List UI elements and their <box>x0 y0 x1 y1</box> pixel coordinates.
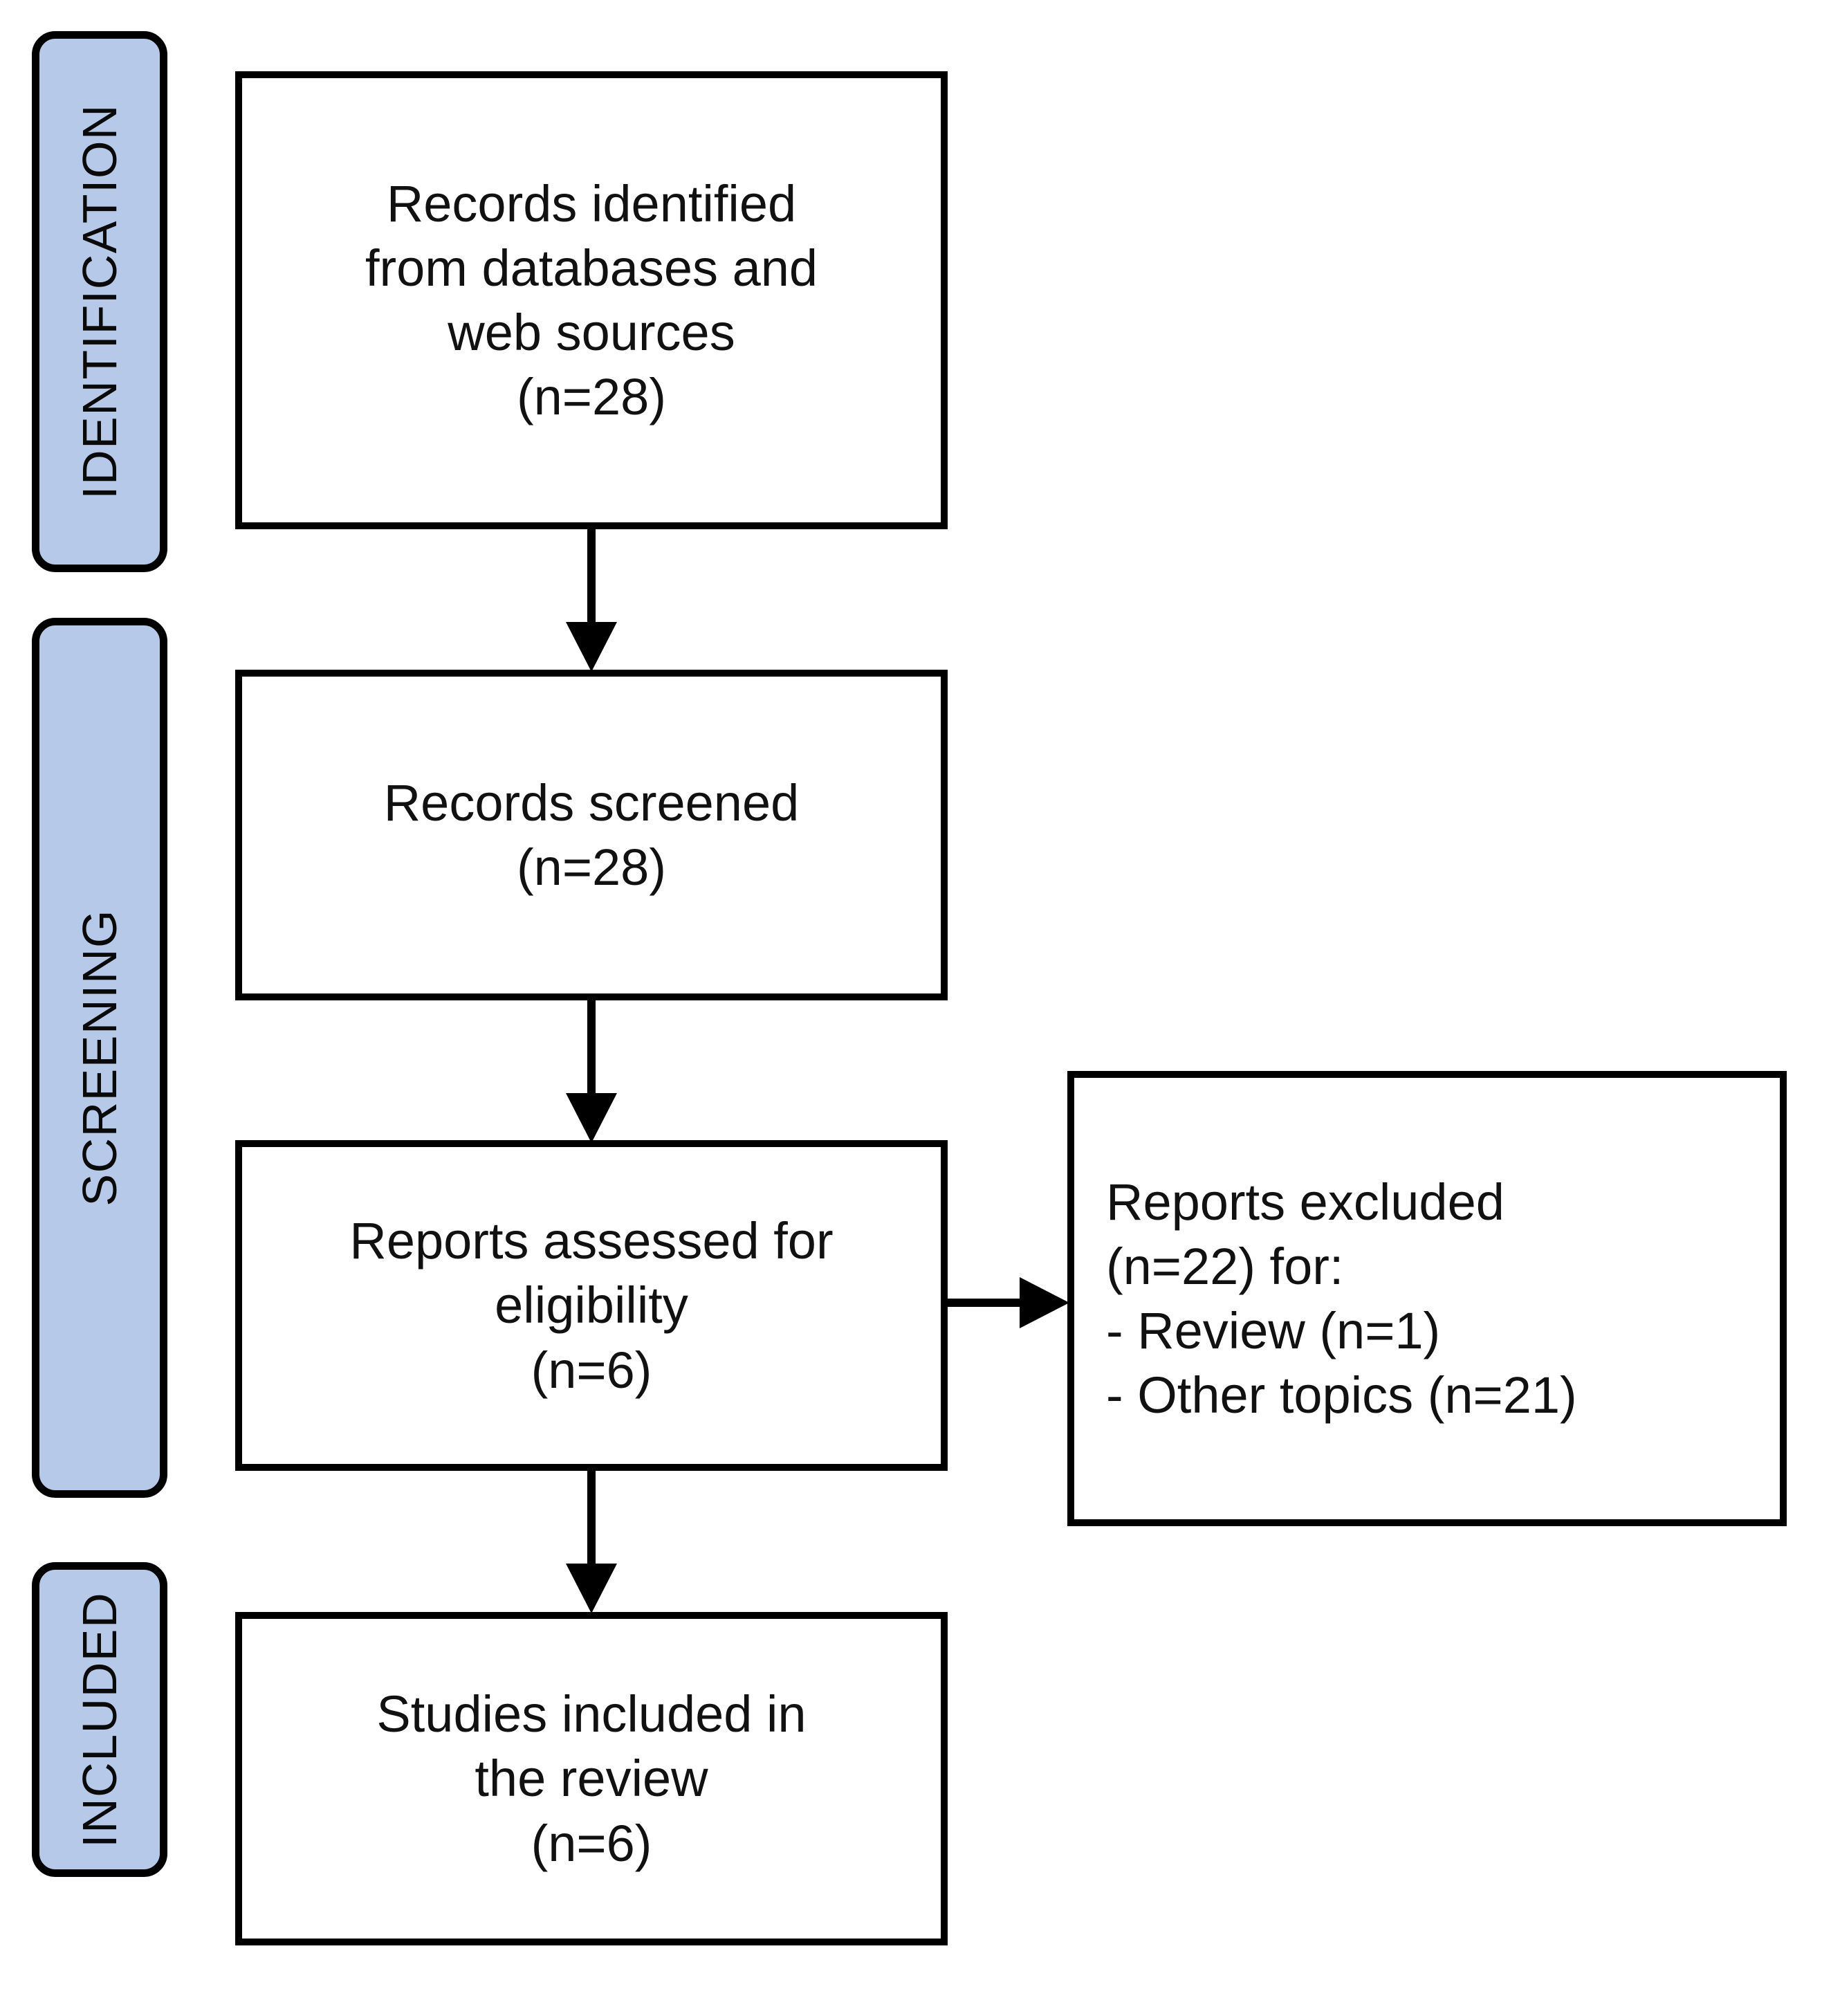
box-reports-assessed-eligibility-text: Reports assessed for eligibility (n=6) <box>349 1212 834 1399</box>
stage-label-identification-text: IDENTIFICATION <box>73 104 127 500</box>
box-records-screened-text: Records screened (n=28) <box>383 773 800 896</box>
box-reports-excluded-text: Reports excluded (n=22) for: - Review (n… <box>1106 1173 1577 1424</box>
stage-label-screening-text: SCREENING <box>73 909 127 1207</box>
arrow-eligible-to-excluded <box>945 1277 1069 1328</box>
box-records-screened: Records screened (n=28) <box>235 670 948 1000</box>
stage-label-screening: SCREENING <box>32 618 167 1498</box>
arrow-screened-to-eligible <box>566 999 617 1143</box>
arrow-head-down-icon <box>566 622 617 672</box>
box-studies-included-text: Studies included in the review (n=6) <box>376 1685 807 1872</box>
box-studies-included: Studies included in the review (n=6) <box>235 1612 948 1945</box>
stage-label-included: INCLUDED <box>32 1562 167 1877</box>
box-records-identified: Records identified from databases and we… <box>235 71 948 529</box>
arrow-shaft <box>587 528 596 623</box>
arrow-head-down-icon <box>566 1093 617 1143</box>
arrow-identified-to-screened <box>566 528 617 672</box>
arrow-shaft <box>587 1469 596 1565</box>
arrow-shaft <box>945 1299 1022 1307</box>
stage-label-identification: IDENTIFICATION <box>32 31 167 572</box>
arrow-head-down-icon <box>566 1564 617 1613</box>
arrow-head-right-icon <box>1020 1277 1069 1328</box>
stage-label-included-text: INCLUDED <box>73 1591 127 1848</box>
box-reports-excluded: Reports excluded (n=22) for: - Review (n… <box>1067 1071 1787 1526</box>
arrow-shaft <box>587 999 596 1094</box>
box-reports-assessed-eligibility: Reports assessed for eligibility (n=6) <box>235 1140 948 1471</box>
box-records-identified-text: Records identified from databases and we… <box>365 174 818 426</box>
arrow-eligible-to-included <box>566 1469 617 1613</box>
